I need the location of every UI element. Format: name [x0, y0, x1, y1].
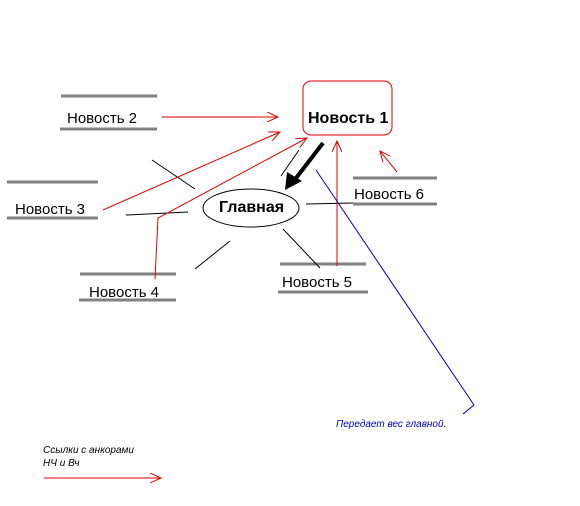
news4-label: Новость 4	[89, 284, 160, 301]
main-node-ellipse	[202, 188, 300, 228]
arrow-news6	[380, 151, 398, 173]
news6-label: Новость 6	[354, 186, 425, 203]
arrow-news3	[102, 132, 280, 211]
news1-label: Новость 1	[308, 110, 389, 127]
news1-box	[302, 80, 393, 136]
black-thick-arrow	[285, 141, 325, 190]
gray-bars	[7, 94, 437, 302]
red-arrows	[44, 117, 398, 478]
news3-label: Новость 3	[15, 201, 86, 218]
main-node-label: Главная	[219, 199, 285, 216]
arrow-news4	[154, 138, 307, 280]
legend-line-2: НЧ и Вч	[43, 458, 80, 469]
news2-label: Новость 2	[67, 110, 138, 127]
news5-label: Новость 5	[282, 274, 353, 291]
black-connectors	[125, 159, 354, 270]
blue-annotation: Передает вес главной.	[336, 419, 447, 430]
legend-line-1: Ссылки с анкорами	[43, 445, 134, 456]
short-black-line	[280, 149, 300, 177]
blue-line	[315, 169, 475, 415]
